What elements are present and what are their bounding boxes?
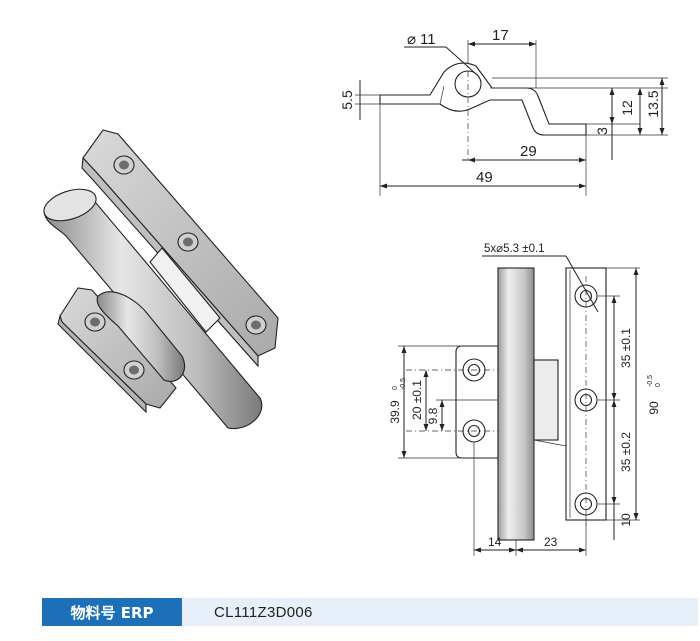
dim-5-5: 5.5: [339, 90, 355, 110]
dim-23: 23: [544, 535, 558, 549]
dim-39-9: 39.9: [388, 400, 402, 424]
dim-diameter: 11: [420, 31, 436, 48]
dim-39-9-tol-low: -0.5: [400, 378, 407, 390]
dim-90: 90: [647, 401, 661, 415]
dim-10: 10: [619, 513, 633, 527]
dim-3: 3: [594, 127, 610, 135]
dim-9-8: 9.8: [426, 407, 440, 424]
dim-holes: 5x⌀5.3 ±0.1: [484, 243, 545, 255]
erp-footer-bar: 物料号 ERP CL111Z3D006: [42, 598, 698, 626]
iso-hole: [177, 232, 199, 252]
dim-39-9-tol-up: 0: [392, 386, 399, 390]
iso-hole: [113, 155, 135, 175]
dim-35-bottom: 35 ±0.2: [619, 432, 633, 472]
dim-12: 12: [619, 100, 635, 116]
erp-label: 物料号 ERP: [42, 598, 182, 626]
dim-13-5: 13.5: [645, 90, 661, 117]
front-barrel: [497, 267, 535, 541]
front-view: 5x⌀5.3 ±0.1 35 ±0.1 35 ±0.2 10 90 0 -0.5…: [388, 243, 662, 556]
technical-drawing: ⌀ 11 17 5.5 12 13.5 3 29 49: [43, 27, 668, 556]
svg-text:⌀: ⌀: [407, 31, 416, 48]
dim-49: 49: [476, 169, 493, 186]
front-right-plate: [565, 267, 607, 521]
isometric-view: [43, 129, 279, 430]
side-view: ⌀ 11 17 5.5 12 13.5 3 29 49: [339, 27, 668, 196]
iso-hole: [123, 360, 145, 380]
dim-90-tol-low: -0.5: [647, 375, 654, 387]
iso-hole: [84, 312, 106, 332]
dim-17: 17: [492, 27, 509, 44]
dim-90-tol-up: 0: [655, 383, 662, 387]
front-hole: [574, 492, 598, 516]
dim-14: 14: [488, 535, 502, 549]
dim-35-top: 35 ±0.1: [619, 328, 633, 368]
dim-20: 20 ±0.1: [410, 380, 424, 420]
dim-29: 29: [520, 143, 537, 160]
side-profile: [379, 62, 587, 136]
erp-value: CL111Z3D006: [182, 598, 698, 626]
iso-hole: [245, 315, 267, 335]
